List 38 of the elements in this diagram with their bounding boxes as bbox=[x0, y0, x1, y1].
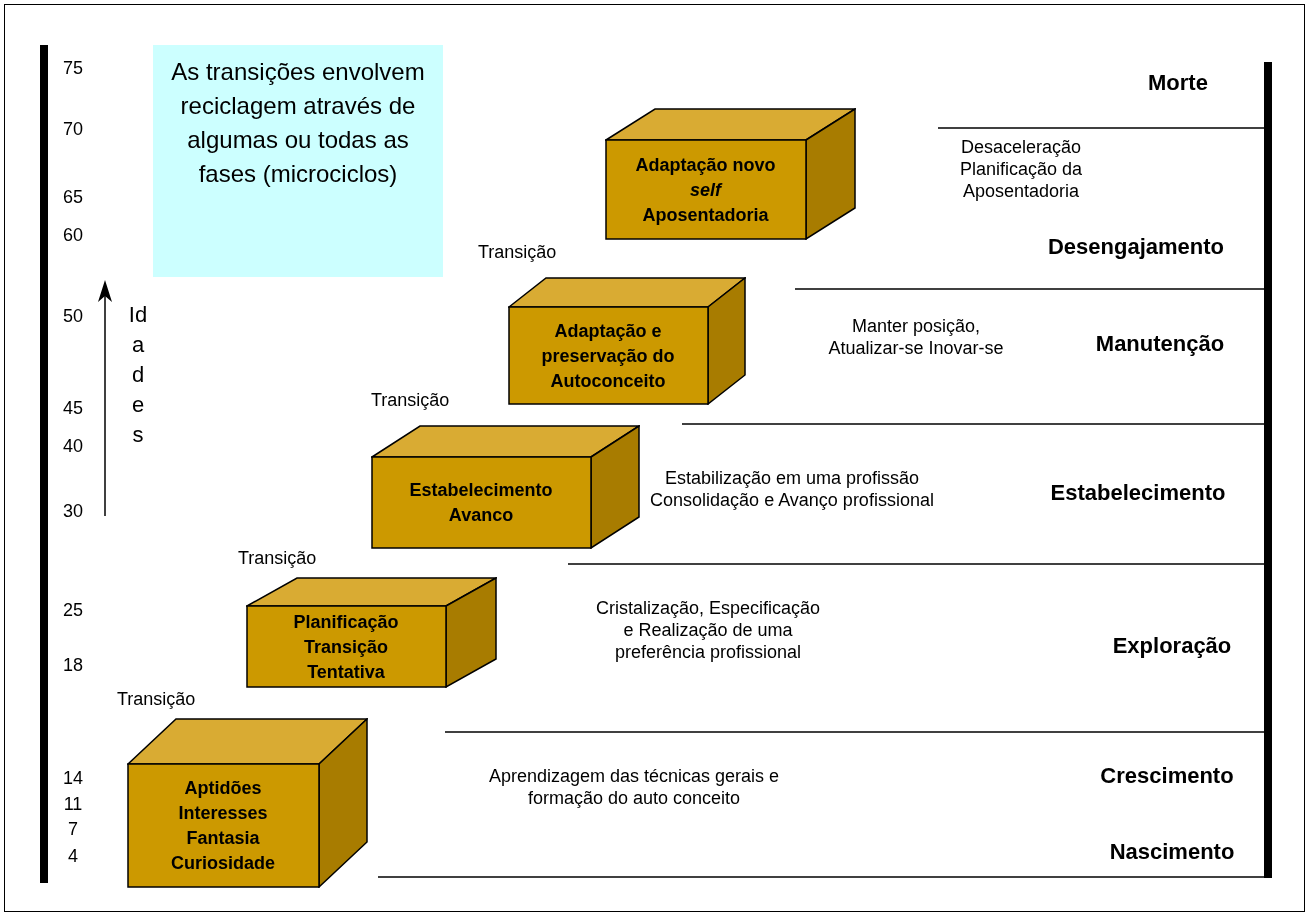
box-label: Planificação Transição Tentativa bbox=[292, 610, 400, 684]
note-text: As transições envolvem reciclagem através de algumas ou todas as fases (microciclos) bbox=[170, 57, 426, 189]
age-number: 60 bbox=[62, 224, 84, 246]
box-label: Estabelecimento Avanco bbox=[408, 479, 554, 527]
stage-name: Crescimento bbox=[1099, 763, 1235, 789]
box-label: Aptidões Interesses Fantasia Curiosidade bbox=[170, 777, 276, 875]
stage-description: Estabilização em uma profissão Consolidação e Avanço profissional bbox=[649, 467, 935, 511]
stage-description: Cristalização, Especificação e Realização de uma preferência profissional bbox=[594, 597, 822, 663]
box-label: Adaptação novo self Aposentadoria bbox=[634, 153, 777, 227]
transition-label: Transição bbox=[371, 389, 450, 411]
age-number: 30 bbox=[62, 500, 84, 522]
axis-title: Idades bbox=[127, 301, 149, 449]
stage-name: Estabelecimento bbox=[1049, 480, 1227, 506]
age-number: 70 bbox=[62, 118, 84, 140]
transition-label: Transição bbox=[238, 547, 317, 569]
stage-description: Aprendizagem das técnicas gerais e formação do auto conceito bbox=[487, 765, 781, 809]
stage-name: Manutenção bbox=[1094, 331, 1226, 357]
age-number: 7 bbox=[67, 818, 79, 840]
age-number: 50 bbox=[62, 305, 84, 327]
age-number: 14 bbox=[62, 767, 84, 789]
age-number: 40 bbox=[62, 435, 84, 457]
transition-label: Transição bbox=[478, 241, 557, 263]
transition-label: Transição bbox=[117, 688, 196, 710]
stage-name: Nascimento bbox=[1108, 839, 1236, 865]
stage-description: Desaceleração Planificação da Aposentadoria bbox=[958, 136, 1084, 202]
stage-name: Desengajamento bbox=[1046, 234, 1226, 260]
box-label: Adaptação e preservação do Autoconceito bbox=[540, 319, 676, 393]
age-number: 25 bbox=[62, 599, 84, 621]
age-number: 18 bbox=[62, 654, 84, 676]
age-number: 45 bbox=[62, 397, 84, 419]
age-number: 4 bbox=[67, 845, 79, 867]
stage-description: Manter posição, Atualizar-se Inovar-se bbox=[827, 315, 1005, 359]
age-number: 11 bbox=[62, 793, 84, 815]
note-box bbox=[153, 45, 443, 277]
age-number: 75 bbox=[62, 57, 84, 79]
age-number: 65 bbox=[62, 186, 84, 208]
stage-name: Morte bbox=[1147, 70, 1209, 96]
stage-name: Exploração bbox=[1111, 633, 1233, 659]
